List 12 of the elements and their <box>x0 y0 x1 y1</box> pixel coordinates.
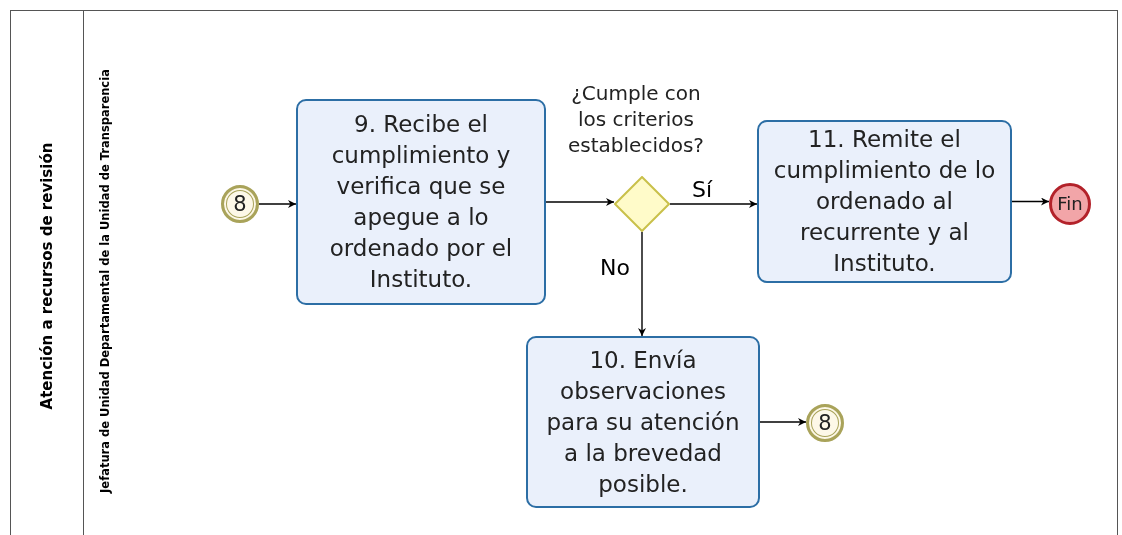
lane-label: Jefatura de Unidad Departamental de la Unidad de Transparencia <box>97 68 114 496</box>
arrow <box>545 198 615 206</box>
question-label: ¿Cumple con los criterios establecidos? <box>567 80 705 158</box>
task-box: 9. Recibe el cumplimiento y verifica que se apegue a lo ordenado por el Instituto. <box>296 99 546 305</box>
task-box: 11. Remite el cumplimiento de lo ordenado al recurrente y al Instituto. <box>757 120 1012 283</box>
task-box: 10. Envía observaciones para su atención a la brevedad posible. <box>526 336 760 508</box>
arrow <box>759 418 807 426</box>
arrow <box>638 231 646 337</box>
pool-label: Atención a recursos de revisión <box>36 141 57 412</box>
arrow <box>1011 197 1050 206</box>
arrow <box>669 200 758 208</box>
arrow <box>258 200 297 208</box>
